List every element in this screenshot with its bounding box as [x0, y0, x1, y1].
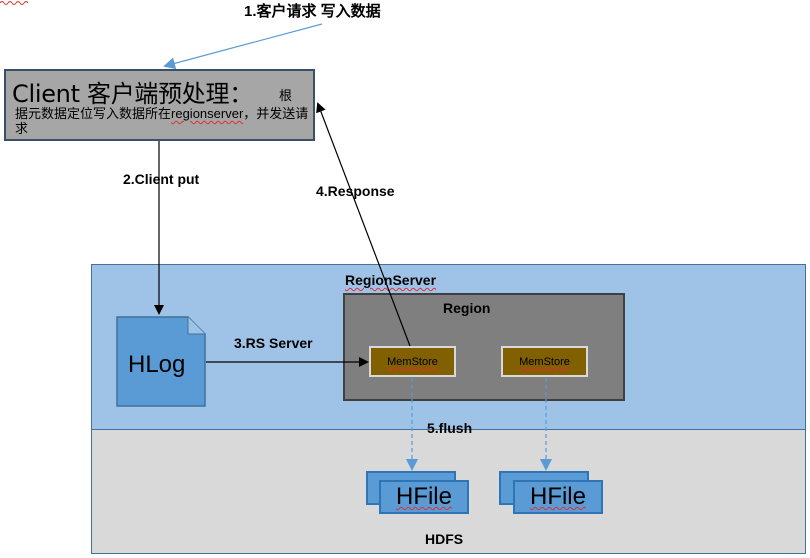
request-arrow — [163, 23, 323, 70]
memstore-label-2: MemStore — [519, 355, 570, 368]
hfile-box-2: HFile — [513, 480, 603, 514]
client-desc-suffix: ，并发送请求 — [15, 106, 309, 136]
memstore-label-1: MemStore — [387, 355, 438, 368]
hlog-document-shape — [116, 316, 206, 407]
memstore-box-1: MemStore — [369, 346, 456, 377]
hfile-box-1: HFile — [379, 480, 469, 514]
memstore-box-2: MemStore — [501, 346, 588, 377]
regionserver-label: RegionServer — [345, 272, 437, 288]
client-title: Client 客户端预处理： — [12, 80, 253, 108]
hfile-label-1: HFile — [395, 483, 452, 510]
client-title-tail: 根 — [279, 88, 293, 103]
hlog-label: HLog — [128, 351, 186, 378]
client-desc-term: regionserver — [171, 106, 244, 121]
step-2-label: 2.Client put — [123, 171, 200, 187]
step-4-label: 4.Response — [316, 183, 395, 199]
step-1-label: 1.客户请求 写入数据 — [244, 3, 381, 20]
step-3-label: 3.RS Server — [234, 335, 313, 351]
spellcheck-squiggle-mark — [0, 1, 28, 5]
client-desc-prefix: 据元数据定位写入数据所在 — [15, 106, 172, 121]
hfile-label-2: HFile — [529, 483, 586, 510]
step-5-label: 5.flush — [427, 420, 473, 436]
hdfs-label: HDFS — [425, 531, 464, 547]
region-label: Region — [443, 300, 491, 316]
client-box — [4, 69, 315, 141]
client-description: 据元数据定位写入数据所在regionserver，并发送请求 — [15, 106, 311, 136]
